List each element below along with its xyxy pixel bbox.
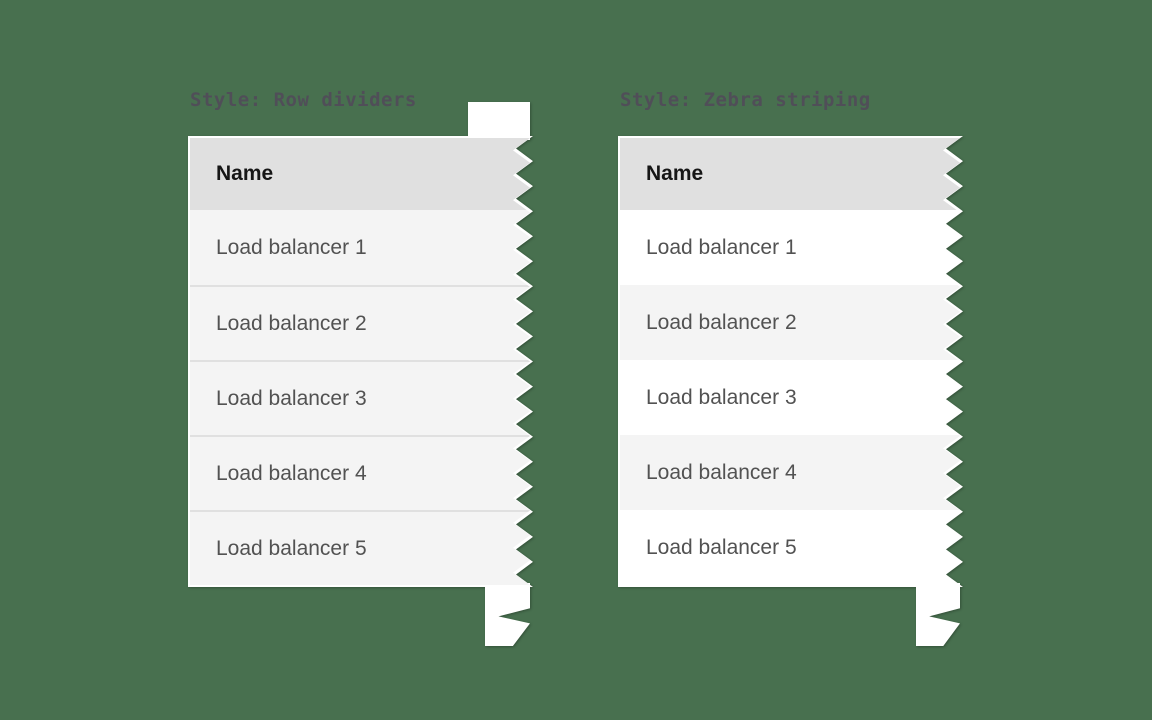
table-row: Load balancer 3 xyxy=(620,360,960,435)
column-header-name: Name xyxy=(216,162,274,185)
table-row: Load balancer 2 xyxy=(190,285,530,360)
torn-scrap-bottom xyxy=(485,583,530,646)
table-example-zebra-striping: Name Load balancer 1 Load balancer 2 Loa… xyxy=(618,136,963,646)
table-header-row: Name xyxy=(190,138,530,210)
table-example-row-dividers: Name Load balancer 1 Load balancer 2 Loa… xyxy=(188,102,533,646)
data-table-zebra-striping: Name Load balancer 1 Load balancer 2 Loa… xyxy=(620,138,960,585)
cell-name: Load balancer 3 xyxy=(646,385,797,409)
cell-name: Load balancer 3 xyxy=(216,386,367,410)
panel-row-dividers: Style: Row dividers Name Load balancer 1… xyxy=(188,88,533,646)
panel-zebra-striping: Style: Zebra striping Name Load balancer… xyxy=(618,88,963,646)
cell-name: Load balancer 5 xyxy=(646,535,797,559)
style-label-row-dividers: Style: Row dividers xyxy=(190,89,417,111)
data-table-row-dividers: Name Load balancer 1 Load balancer 2 Loa… xyxy=(190,138,530,585)
table-row: Load balancer 3 xyxy=(190,360,530,435)
cell-name: Load balancer 1 xyxy=(646,235,797,259)
table-row: Load balancer 2 xyxy=(620,285,960,360)
cell-name: Load balancer 2 xyxy=(216,311,367,335)
table-row: Load balancer 5 xyxy=(190,510,530,585)
table-header-row: Name xyxy=(620,138,960,210)
table-row: Load balancer 1 xyxy=(620,210,960,285)
torn-scrap-bottom xyxy=(916,583,960,646)
cell-name: Load balancer 1 xyxy=(216,235,367,259)
style-label-zebra-striping: Style: Zebra striping xyxy=(620,89,871,111)
cell-name: Load balancer 4 xyxy=(216,461,367,485)
table-row: Load balancer 4 xyxy=(620,435,960,510)
torn-scrap-top xyxy=(468,102,530,140)
table-row: Load balancer 4 xyxy=(190,435,530,510)
column-header-name: Name xyxy=(646,162,704,185)
cell-name: Load balancer 2 xyxy=(646,310,797,334)
cell-name: Load balancer 4 xyxy=(646,460,797,484)
table-row: Load balancer 5 xyxy=(620,510,960,585)
cell-name: Load balancer 5 xyxy=(216,536,367,560)
table-row: Load balancer 1 xyxy=(190,210,530,285)
